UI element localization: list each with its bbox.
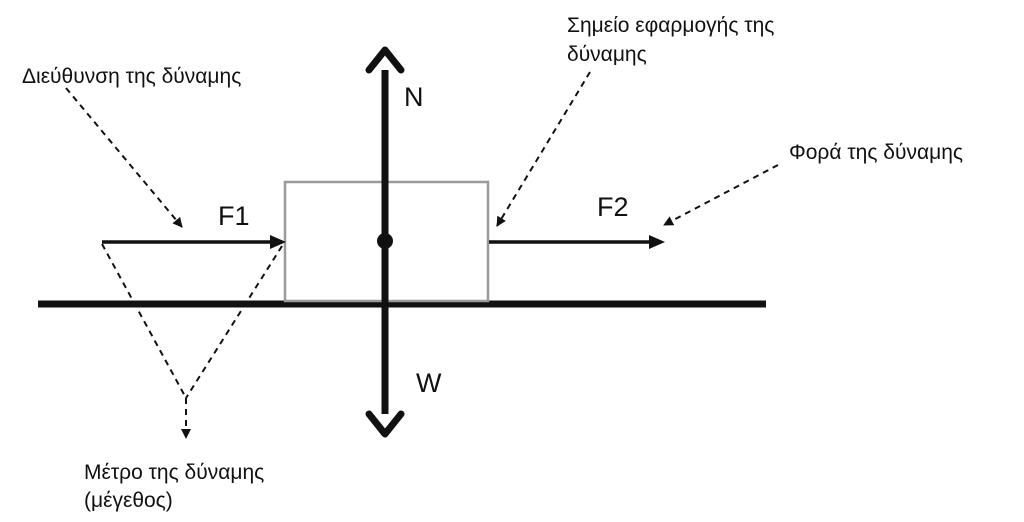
application-point-annotation-line1: Σημείο εφαρμογής της [567,14,775,37]
sense-pointer [663,164,779,226]
weight-force-arrowhead [365,410,405,438]
direction-annotation: Διεύθυνση της δύναμης [22,65,242,88]
f1-label: F1 [218,201,250,231]
f2-arrowhead [649,235,665,249]
magnitude-annotation-line1: Μέτρο της δύναμης [84,461,265,484]
direction-pointer [65,87,183,228]
f1-arrowhead [270,235,286,249]
magnitude-annotation-line2: (μέγεθος) [84,489,173,512]
normal-force-label: N [404,82,424,112]
sense-annotation: Φορά της δύναμης [789,141,963,164]
weight-force-label: W [416,368,442,398]
center-of-mass-dot [377,233,393,249]
application-point-pointer [496,71,591,227]
f2-label: F2 [597,192,629,222]
magnitude-pointer-right [185,245,283,399]
normal-force-arrowhead [365,46,405,74]
magnitude-pointer-left [101,243,187,399]
application-point-annotation-line2: δύναμης [567,43,647,66]
